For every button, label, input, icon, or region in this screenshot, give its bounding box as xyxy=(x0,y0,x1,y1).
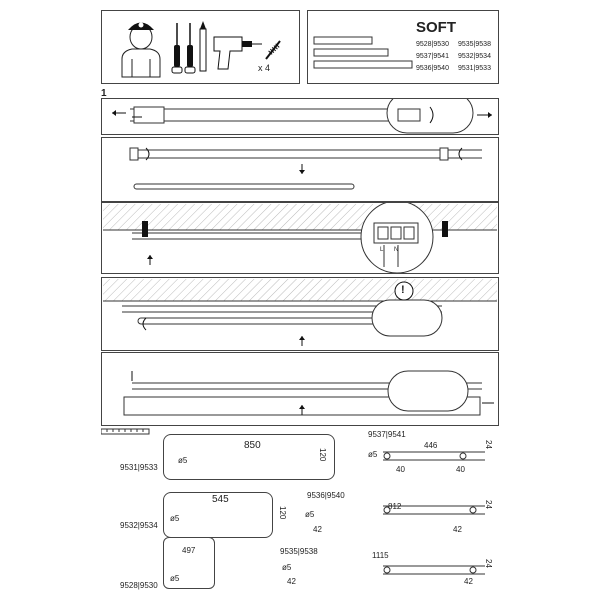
rail-length: 812 xyxy=(388,502,402,511)
plate-models: 9528|9530 xyxy=(120,581,158,590)
tube-sizes-illustration xyxy=(313,36,413,69)
plate-width: 497 xyxy=(182,546,196,555)
step-2-illustration xyxy=(129,147,482,190)
hole-diameter: ø5 xyxy=(170,574,180,583)
screwdriver-icon xyxy=(171,23,183,74)
rail-offset: 42 xyxy=(453,525,462,534)
rail-offset: 40 xyxy=(396,465,405,474)
rail-offset: 42 xyxy=(313,525,322,534)
rail-offset: 40 xyxy=(456,465,465,474)
terminal-label-n: N xyxy=(394,247,399,253)
screw-plug-icon xyxy=(265,40,281,60)
terminal-label-l: L xyxy=(380,247,384,253)
model-number: 9532|9534 xyxy=(458,53,491,60)
plate-width: 850 xyxy=(244,440,261,451)
hole-diameter: ø5 xyxy=(368,450,378,459)
rail-models: 9536|9540 xyxy=(307,491,345,500)
plate-height: 120 xyxy=(278,506,287,520)
tools-quantity: x 4 xyxy=(258,63,271,73)
hole-diameter: ø5 xyxy=(170,514,180,523)
model-number: 9535|9538 xyxy=(458,41,491,48)
plate-models: 9532|9534 xyxy=(120,521,158,530)
rail-height: 24 xyxy=(484,440,493,449)
rail-height: 24 xyxy=(484,500,493,509)
plate-diagram-9532 xyxy=(163,492,273,538)
step-3-panel: L N xyxy=(101,200,499,274)
product-name: SOFT xyxy=(416,19,456,36)
model-number: 9528|9530 xyxy=(416,41,449,48)
step-number: 1 xyxy=(101,88,107,99)
models-panel: SOFT 9528|9530 9535|9538 9537|9541 9532|… xyxy=(307,10,499,84)
rail-models: 9535|9538 xyxy=(280,547,318,556)
hole-diameter: ø5 xyxy=(305,510,315,519)
warning-icon: ! xyxy=(401,284,405,296)
rail-length: 1115 xyxy=(372,551,389,560)
technician-icon xyxy=(121,22,161,78)
plate-height: 120 xyxy=(318,448,327,462)
tools-illustration xyxy=(121,21,281,78)
tools-panel: x 4 xyxy=(101,10,300,84)
rail-offset: 42 xyxy=(464,577,473,586)
screwdriver-icon xyxy=(184,23,196,74)
plate-diagram-9528 xyxy=(163,537,215,589)
ruler-icon xyxy=(101,428,150,435)
hole-diameter: ø5 xyxy=(178,456,188,465)
step-4-panel: ! xyxy=(101,277,499,351)
step-4-illustration xyxy=(103,279,497,346)
step-3-illustration xyxy=(103,200,497,274)
plate-diagram-9531 xyxy=(163,434,335,480)
model-number: 9536|9540 xyxy=(416,65,449,72)
plate-width: 545 xyxy=(212,494,229,505)
rail-diagrams xyxy=(383,451,485,575)
step-5-illustration xyxy=(123,370,494,416)
step-2-panel xyxy=(101,137,499,202)
step-1-illustration xyxy=(112,92,492,134)
plate-models: 9531|9533 xyxy=(120,463,158,472)
step-1-panel xyxy=(101,92,499,135)
rail-models: 9537|9541 xyxy=(368,430,406,439)
step-5-panel xyxy=(101,352,499,426)
drill-icon xyxy=(213,36,262,70)
model-number: 9531|9533 xyxy=(458,65,491,72)
model-number: 9537|9541 xyxy=(416,53,449,60)
rail-offset: 42 xyxy=(287,577,296,586)
rail-length: 446 xyxy=(424,441,438,450)
pencil-icon xyxy=(199,21,207,72)
hole-diameter: ø5 xyxy=(282,563,292,572)
rail-height: 24 xyxy=(484,559,493,568)
